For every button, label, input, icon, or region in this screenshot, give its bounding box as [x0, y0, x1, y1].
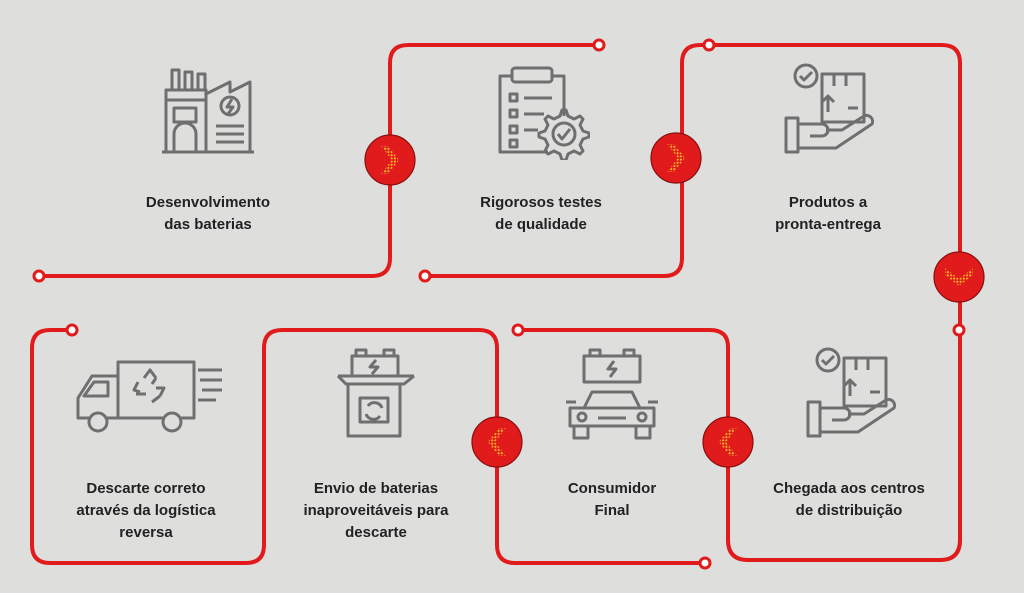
- step-label-reverse-logistics: Descarte correto através da logística re…: [76, 480, 216, 541]
- battery-bin-icon: [336, 348, 415, 438]
- arrow-badge-left: [702, 416, 754, 468]
- recycle-truck-icon: [76, 360, 222, 433]
- path-endpoint-dot: [952, 323, 966, 337]
- step-label-battery-development: Desenvolvimento das baterias: [145, 194, 271, 233]
- hand-box-icon: [784, 63, 875, 154]
- path-endpoint-dot: [592, 38, 606, 52]
- path-endpoint-dot: [702, 38, 716, 52]
- path-endpoint-dot: [698, 556, 712, 570]
- path-endpoint-dot: [511, 323, 525, 337]
- step-label-unusable-batteries: Envio de baterias inaproveitáveis para d…: [303, 480, 449, 541]
- flow-path-segment-3: [30, 328, 707, 565]
- path-endpoint-dot: [32, 269, 46, 283]
- step-label-ready-delivery: Produtos a pronta-entrega: [775, 194, 881, 233]
- arrow-badge-right: [650, 132, 702, 184]
- clipboard-gear-icon: [498, 66, 590, 160]
- step-label-distribution-centers: Chegada aos centros de distribuição: [773, 480, 925, 519]
- factory-icon: [162, 68, 254, 154]
- arrow-badge-right: [364, 134, 416, 186]
- step-label-quality-tests: Rigorosos testes de qualidade: [480, 194, 602, 233]
- arrow-badge-down: [933, 251, 985, 303]
- arrow-badge-left: [471, 416, 523, 468]
- path-endpoint-dot: [65, 323, 79, 337]
- step-label-final-consumer: Consumidor Final: [567, 480, 657, 519]
- hand-box-icon: [806, 347, 897, 438]
- car-battery-icon: [566, 348, 658, 440]
- path-endpoint-dot: [418, 269, 432, 283]
